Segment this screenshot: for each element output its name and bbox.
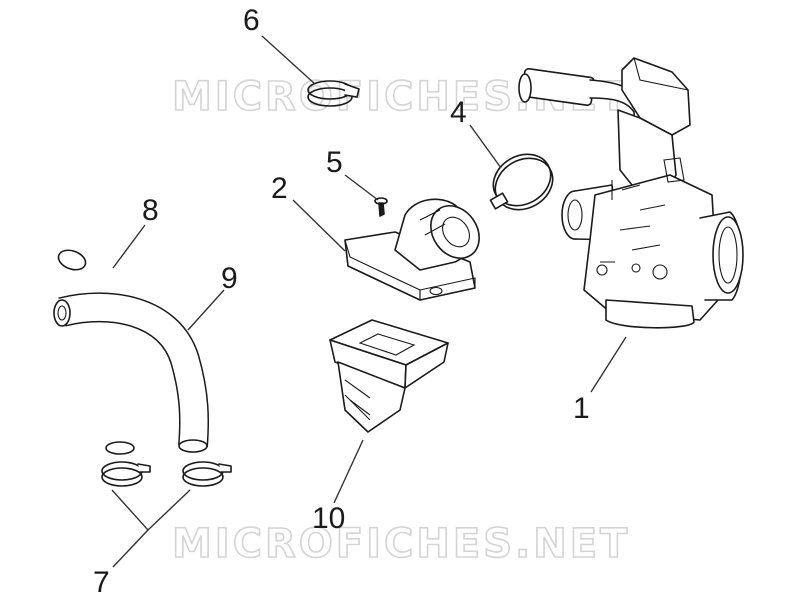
leader-line-5 [344, 174, 379, 201]
spring-clip-6-icon [307, 80, 360, 107]
hose-clamp-4-icon [489, 153, 554, 211]
leader-line-6 [261, 35, 316, 85]
reed-valve-10-icon [329, 319, 449, 433]
leader-line-9 [187, 289, 225, 331]
callout-2: 2 [271, 172, 288, 205]
leader-line-4 [469, 124, 502, 169]
screw-5-icon [374, 197, 388, 217]
callout-9: 9 [221, 262, 238, 295]
callout-4: 4 [450, 96, 467, 129]
carburetor-1-icon [518, 57, 744, 329]
leader-line-10 [333, 439, 364, 504]
callout-5: 5 [326, 146, 343, 179]
fuel-hose-9-icon [53, 292, 210, 453]
callout-1: 1 [573, 392, 590, 425]
watermark-bottom: MICROFICHES.NET [172, 521, 630, 567]
leader-line-1 [590, 336, 627, 393]
spring-clip-7a-icon [101, 461, 151, 487]
leader-line-2 [292, 199, 346, 252]
spring-clip-7b-icon [182, 461, 232, 487]
callout-10: 10 [312, 502, 345, 535]
callout-6: 6 [243, 4, 260, 37]
callout-8: 8 [142, 194, 159, 227]
leader-line-7 [112, 529, 149, 568]
callout-7: 7 [93, 566, 110, 599]
fuel-hose-8-icon [57, 246, 135, 455]
leader-line-8 [112, 224, 146, 269]
intake-manifold-2-icon [344, 198, 480, 301]
